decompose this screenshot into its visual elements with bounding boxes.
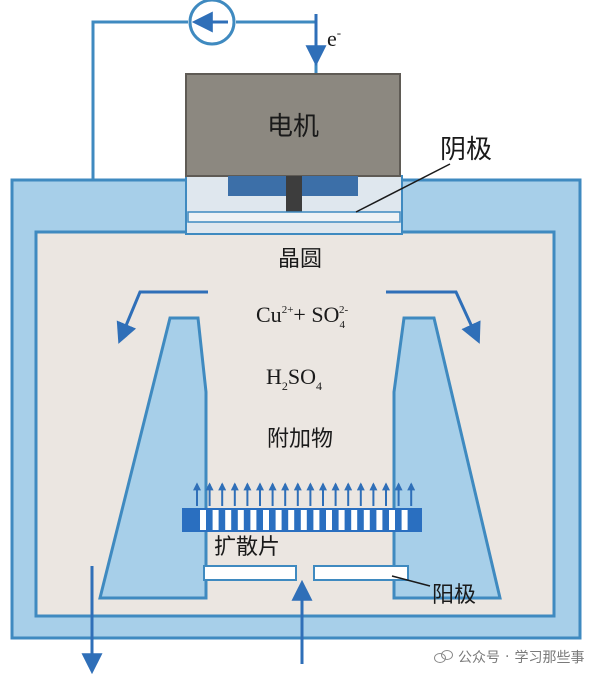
anode-plate-right — [313, 565, 409, 581]
flow-arrow-right — [386, 290, 481, 344]
diffuser-slot — [300, 510, 307, 530]
diffuser-slot — [275, 510, 282, 530]
diffuser-slot — [313, 510, 320, 530]
wafer — [187, 211, 401, 223]
shaft — [286, 176, 302, 214]
diffuser-slot — [326, 510, 332, 530]
motor-label: 电机 — [267, 112, 319, 142]
watermark-text-b: 学习那些事 — [514, 650, 585, 666]
cathode-label: 阴极 — [440, 135, 492, 165]
diffuser-slot — [351, 510, 358, 530]
watermark-text-a: 公众号 — [458, 650, 500, 666]
diffuser-slot — [288, 510, 295, 530]
electron-label: e- — [327, 25, 341, 51]
diffuser-plate — [182, 508, 422, 532]
diffuser-slot — [363, 510, 370, 530]
additive-label: 附加物 — [267, 427, 333, 452]
acid-label: H2SO4 — [266, 364, 322, 393]
diffuser-slot — [225, 510, 232, 530]
watermark-sep: · — [505, 649, 510, 665]
anode-label: 阳极 — [432, 583, 476, 608]
motor — [185, 73, 401, 177]
diffuser-slot — [376, 510, 383, 530]
diffuser-label: 扩散片 — [214, 535, 280, 560]
anode-plate-left — [203, 565, 297, 581]
diffuser-slot — [250, 510, 257, 530]
diffuser-slot — [338, 510, 345, 530]
cathode-leader — [355, 163, 451, 213]
wafer-label: 晶圆 — [278, 247, 322, 272]
diffuser-slot — [263, 510, 269, 530]
flow-arrows — [193, 482, 416, 506]
diffuser-slot — [237, 510, 244, 530]
diffuser-slot — [401, 510, 408, 530]
ion-label: Cu2++ SO42- — [256, 302, 348, 331]
baffle-left — [98, 316, 208, 600]
flow-arrow-left — [116, 290, 208, 344]
diffuser-slot — [212, 510, 219, 530]
anode-leader — [391, 575, 431, 587]
diffuser-slot — [389, 510, 395, 530]
wechat-icon — [434, 650, 453, 664]
watermark: 公众号 · 学习那些事 — [434, 646, 604, 668]
diffuser-slot — [200, 510, 206, 530]
